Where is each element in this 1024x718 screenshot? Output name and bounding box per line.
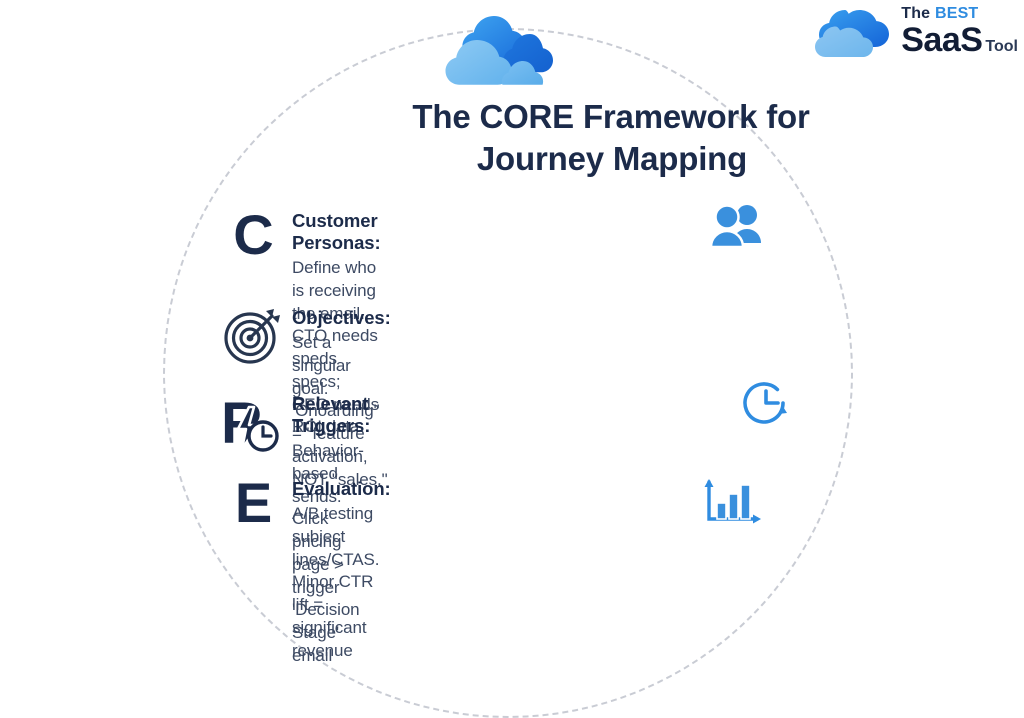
people-icon [709, 204, 761, 247]
brand-tagline: The BEST [901, 4, 1018, 22]
page-title-line-1: The CORE Framework for [412, 98, 810, 135]
framework-item-mark: C [214, 203, 292, 266]
framework-item-mark: E [214, 471, 292, 534]
brand-wordmark: The BEST SaaS Tool [901, 4, 1018, 59]
page-title-line-2: Journey Mapping [476, 140, 748, 178]
clock-history-icon [743, 382, 787, 424]
framework-item-mark: R [214, 391, 292, 457]
framework-item-customer-personas: C Customer Personas: Define who is recei… [214, 203, 381, 439]
bar-chart-icon [704, 479, 761, 524]
framework-item-objectives: Objectives: Set a singular goal. 'Onoard… [214, 305, 391, 491]
framework-item-heading: Customer Personas: [292, 210, 381, 253]
framework-item-body: Customer Personas: Define who is receivi… [292, 208, 381, 439]
letter-c-icon: C [233, 203, 273, 266]
cloud-cluster-icon [445, 16, 553, 85]
framework-item-heading: Relevant Triggers: [292, 393, 371, 436]
framework-item-description: Set a singular goal. 'Onoarding" = "feat… [292, 333, 388, 489]
framework-item-heading: Objectives: [292, 307, 391, 328]
framework-item-mark [214, 305, 292, 365]
brand-name: SaaS [901, 20, 983, 59]
cloud-icon [815, 10, 890, 57]
brand-logo: The BEST SaaS Tool [815, 4, 1018, 60]
letter-e-icon: E [234, 471, 272, 534]
brand-name-row: SaaS Tool [901, 23, 1018, 57]
brand-suffix: Tool [985, 37, 1018, 55]
brand-tagline-prefix: The [901, 4, 935, 22]
letter-r-lightning-clock-icon: R [221, 391, 279, 456]
framework-item-description: Define who is receiving the email. CTO n… [292, 258, 379, 437]
target-dartboard-icon [224, 309, 280, 364]
framework-item-evaluation: E Evaluation: A/B testing subject lines/… [214, 471, 391, 662]
brand-tagline-highlight: BEST [934, 4, 979, 22]
framework-item-body: Evaluation: A/B testing subject lines/CT… [292, 476, 391, 662]
framework-item-body: Objectives: Set a singular goal. 'Onoard… [292, 305, 391, 491]
page-title: The CORE Framework for Journey Mapping [0, 96, 1024, 180]
framework-item-description: A/B testing subject lines/CTAS. Minor CT… [292, 504, 380, 660]
framework-item-heading: Evaluation: [292, 478, 391, 499]
